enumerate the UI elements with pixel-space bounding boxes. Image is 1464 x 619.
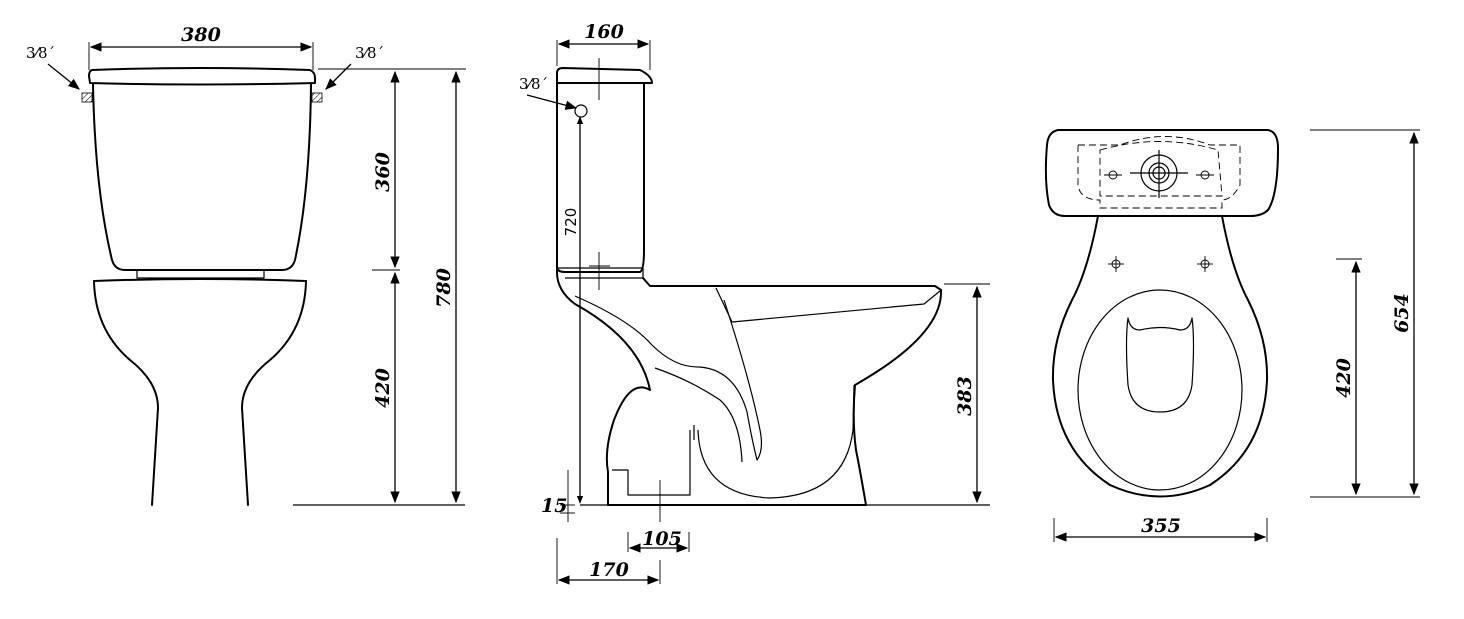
tank-top <box>1044 129 1279 217</box>
inlet-label-side: 3⁄8´ <box>519 75 548 93</box>
dim-seat-depth: 420 <box>1333 358 1355 398</box>
inlet-right-hatch <box>311 92 323 103</box>
tank-base-side <box>557 267 644 279</box>
trap-side <box>654 367 855 499</box>
inlet-left-label: 3⁄8´ <box>26 44 55 62</box>
bowl-top-rim <box>1077 289 1243 491</box>
dim-bowl-height-side: 383 <box>954 376 976 416</box>
front-view: 3⁄8´ 3⁄8´ 380 360 420 780 <box>26 24 466 506</box>
outlet-block-side <box>612 430 691 496</box>
inlet-left-arrow <box>47 63 80 90</box>
inlet-right-label: 3⁄8´ <box>355 44 384 62</box>
dim-tank-height: 360 <box>372 152 394 192</box>
dim-outlet-offset: 15 <box>541 495 567 517</box>
bowl-rim <box>93 278 307 282</box>
dim-width-top: 355 <box>1141 515 1181 537</box>
tank-lid <box>88 67 316 86</box>
bowl-inner-side <box>574 295 763 461</box>
top-view: 355 420 654 <box>1044 129 1420 542</box>
bowl-outline-side <box>555 269 943 506</box>
inlet-left-hatch <box>81 92 93 103</box>
inlet-right-arrow <box>325 63 352 90</box>
bowl-body <box>93 280 307 506</box>
dim-tank-depth: 160 <box>584 21 624 43</box>
tank-inner-dashed <box>1077 136 1241 209</box>
dim-outlet-distance: 170 <box>589 559 629 581</box>
dim-inlet-height: 720 <box>562 208 580 237</box>
dim-outlet-width: 105 <box>642 528 682 550</box>
tank-body <box>92 83 312 271</box>
dim-total-depth: 654 <box>1391 293 1413 333</box>
bowl-rim-side <box>715 287 941 323</box>
dim-bowl-height-front: 420 <box>372 368 394 408</box>
bowl-water-area <box>1125 317 1195 413</box>
inlet-circle-side <box>574 104 588 118</box>
tank-lid-side <box>556 67 653 84</box>
tank-body-side <box>556 82 645 273</box>
bowl-top-outer <box>1051 215 1269 498</box>
dim-width-front: 380 <box>181 24 221 46</box>
dim-total-height: 780 <box>433 268 455 308</box>
tank-spacer <box>136 269 265 279</box>
side-view: 3⁄8´ 160 720 15 <box>519 21 990 585</box>
